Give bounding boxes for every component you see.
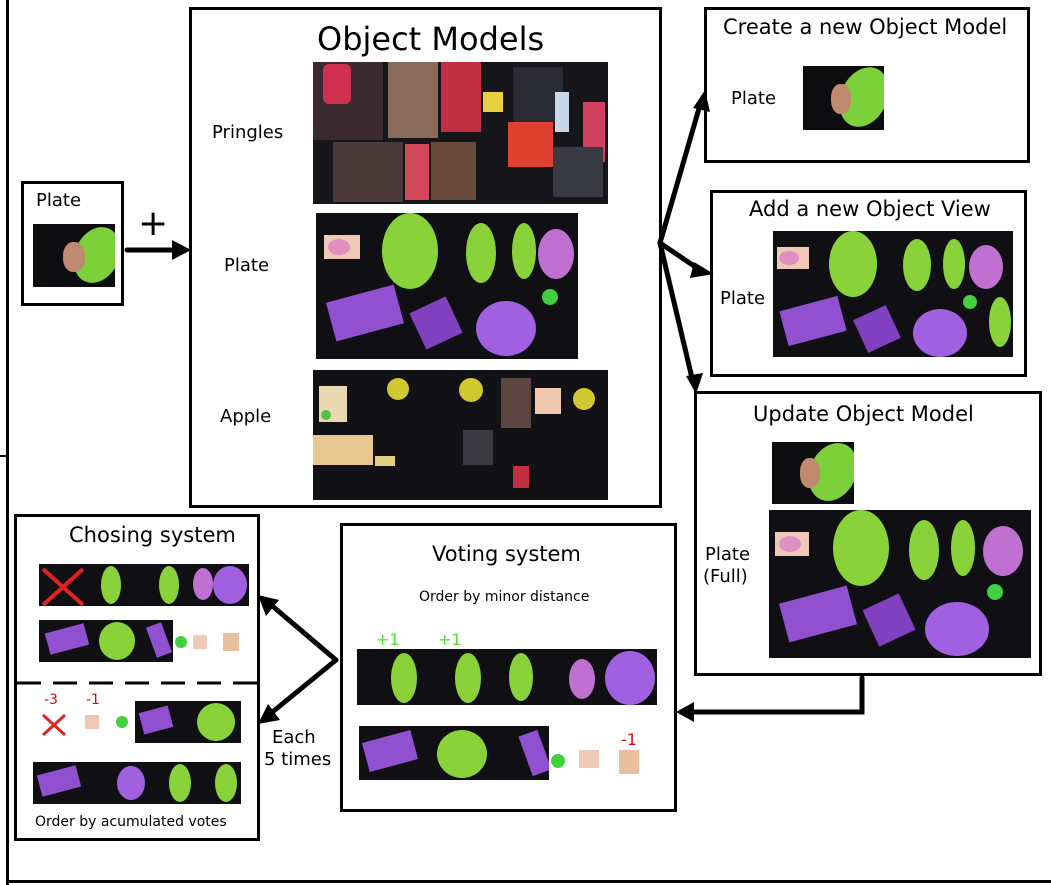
add-view-title: Add a new Object View [749,197,991,221]
outer-frame-left [6,0,9,885]
voting-system-box: Voting system Order by minor distance +1… [340,523,677,812]
small-plate-view [193,635,207,649]
small-green-view [551,754,565,768]
small-green-view [175,636,187,648]
voting-subtitle: Order by minor distance [419,589,590,605]
plate-views-collage [773,231,1013,357]
small-orange-view [223,633,239,651]
stray-line [0,455,9,457]
update-model-label-line2: (Full) [703,566,748,587]
input-label: Plate [36,190,82,211]
model-label-apple: Apple [220,406,272,427]
small-plate-view [85,715,99,729]
plate-thumbnail [772,442,854,504]
plate-views-collage [316,213,578,359]
small-plate-view [579,750,599,768]
plate-views-collage [769,510,1031,658]
dashed-divider [17,681,261,685]
update-model-label-line1: Plate [705,544,751,565]
vote-plus-one-second: +1 [438,630,462,649]
input-box: Plate [21,181,124,306]
add-view-label: Plate [720,288,766,309]
small-orange-view [619,750,639,774]
small-green-view [116,716,128,728]
repeat-label: 5 times [264,749,332,770]
apple-views-collage [313,370,608,500]
ranked-views-top-row [357,649,657,705]
views-reordered-row-a [135,701,241,743]
outer-frame-bottom [6,880,1051,883]
vote-minus-one: -1 [86,692,100,708]
rejected-cross-icon [41,567,85,607]
update-model-box: Update Object Model Plate (Full) [694,391,1042,676]
vote-minus-one: -1 [621,730,637,749]
pringles-views-collage [313,62,608,204]
choosing-footer: Order by acumulated votes [35,814,227,830]
vote-minus-three: -3 [44,692,58,708]
update-model-title: Update Object Model [753,402,974,426]
plus-sign: + [138,203,169,244]
create-model-box: Create a new Object Model Plate [704,7,1030,163]
choosing-system-box: Chosing system -3 -1 Order by acumulated… [14,514,261,841]
views-reordered-row-b [33,762,241,804]
model-label-plate: Plate [224,255,270,276]
add-view-box: Add a new Object View Plate [710,190,1027,377]
object-models-title: Object Models [317,20,545,58]
model-label-pringles: Pringles [212,122,284,143]
create-model-label: Plate [731,88,777,109]
create-model-title: Create a new Object Model [723,15,1008,39]
voting-title: Voting system [432,542,581,566]
vote-plus-one-first: +1 [376,630,400,649]
each-label: Each [272,727,316,748]
object-models-box: Object Models Pringles Plate Apple [189,7,662,508]
plate-thumbnail [33,224,115,287]
rejected-cross-icon [41,713,67,737]
plate-thumbnail [803,66,884,130]
views-middle-row [39,620,173,662]
choosing-title: Chosing system [69,523,236,547]
ranked-views-bottom-row [359,726,549,780]
